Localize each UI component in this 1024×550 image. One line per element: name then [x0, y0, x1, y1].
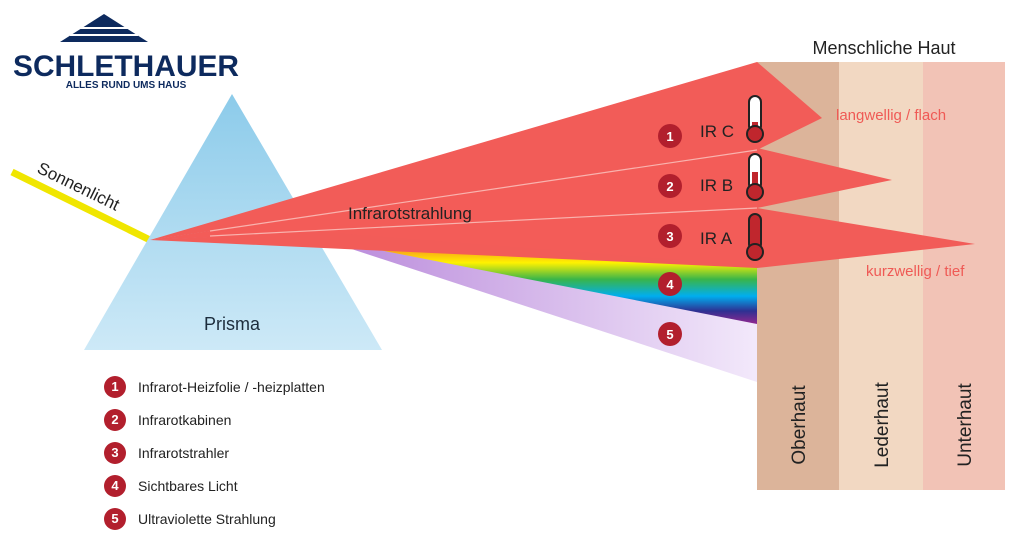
beam-number-3: 3 [666, 229, 673, 244]
shortwave-label: kurzwellig / tief [866, 263, 965, 280]
skin-layer-label-subcutis: Unterhaut [955, 383, 976, 467]
legend-label: Sichtbares Licht [138, 477, 238, 494]
spectrum-number-4: 4 [666, 277, 674, 292]
beam-marker-1: 1 [658, 124, 682, 148]
legend-badge: 3 [104, 441, 126, 464]
thermometer-icon-high [746, 213, 764, 261]
uv-fan [318, 234, 757, 382]
beam-label-ir-c: IR C [700, 122, 734, 141]
legend-badge: 5 [104, 507, 126, 530]
skin-layer-label-epidermis: Oberhaut [789, 385, 810, 465]
skin-layer-subcutis [923, 62, 1005, 490]
skin-layer-dermis [839, 62, 923, 490]
legend-item: 5 Ultraviolette Strahlung [104, 502, 325, 535]
logo-tagline: ALLES RUND UMS HAUS [66, 80, 187, 91]
sunlight-ray [10, 168, 152, 244]
beam-divider-2 [209, 207, 758, 237]
logo-wordmark: SCHLETHAUER [13, 50, 239, 83]
beam-infrared-body [150, 150, 757, 266]
beam-number-1: 1 [666, 129, 673, 144]
beam-divider-1 [209, 149, 758, 232]
beam-label-ir-b: IR B [700, 176, 733, 195]
beam-label-ir-a: IR A [700, 229, 733, 248]
beam-number-2: 2 [666, 179, 673, 194]
legend-badge: 2 [104, 408, 126, 431]
legend-label: Infrarotkabinen [138, 411, 232, 428]
legend-badge: 1 [104, 375, 126, 398]
infrared-beams [150, 62, 975, 268]
legend-item: 2 Infrarotkabinen [104, 403, 325, 436]
legend-item: 3 Infrarotstrahler [104, 436, 325, 469]
beam-marker-3: 3 [658, 224, 682, 248]
beam-marker-2: 2 [658, 174, 682, 198]
visible-spectrum-fan [318, 231, 757, 324]
longwave-label: langwellig / flach [836, 107, 946, 124]
skin-layer-label-dermis: Lederhaut [872, 381, 893, 467]
brand-logo: SCHLETHAUER ALLES RUND UMS HAUS [13, 14, 239, 91]
infrared-label: Infrarotstrahlung [348, 204, 472, 223]
spectrum-marker-4: 4 [658, 272, 682, 296]
legend-label: Infrarotstrahler [138, 444, 230, 461]
spectrum-number-5: 5 [666, 327, 673, 342]
legend-item: 1 Infrarot-Heizfolie / -heizplatten [104, 370, 325, 403]
legend: 1 Infrarot-Heizfolie / -heizplatten 2 In… [104, 370, 325, 535]
legend-label: Infrarot-Heizfolie / -heizplatten [138, 378, 325, 395]
beam-ir-c [150, 62, 822, 240]
skin-layers [757, 62, 1005, 490]
thermometer-icon-low [746, 95, 764, 143]
spectrum-marker-5: 5 [658, 322, 682, 346]
prism-label: Prisma [204, 314, 261, 334]
skin-title: Menschliche Haut [812, 38, 955, 58]
legend-item: 4 Sichtbares Licht [104, 469, 325, 502]
legend-badge: 4 [104, 474, 126, 497]
thermometer-icon-medium [746, 153, 764, 201]
legend-label: Ultraviolette Strahlung [138, 510, 276, 527]
